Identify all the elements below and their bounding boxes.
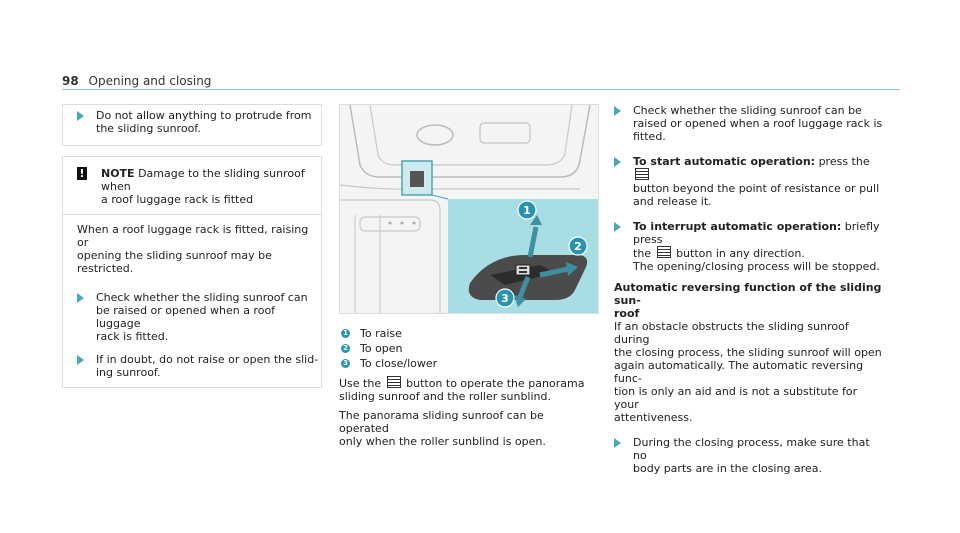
callout-2: 2 [574,240,582,253]
body-text: only when the roller sunblind is open. [339,435,546,448]
note-box: ! NOTE Damage to the sliding sunroof whe… [62,156,322,388]
section-title: Opening and closing [88,74,212,88]
instruction-step: Check whether the sliding sunroof can be… [63,283,321,343]
step-label: To start automatic operation: [633,155,816,168]
legend-number: 3 [341,359,350,368]
warning-icon: ! [77,167,87,180]
legend-number: 2 [341,344,350,353]
legend-text: To close/lower [360,357,438,370]
sunroof-button-icon [635,168,649,180]
operation-paragraph: The panorama sliding sunroof can be oper… [339,409,597,448]
step-text: The opening/closing process will be stop… [633,260,880,273]
step-text: the [633,247,652,260]
bullet-triangle-icon [614,157,621,167]
bullet-triangle-icon [614,222,621,232]
step-text: button in any direction. [676,247,805,260]
page-number: 98 [62,74,79,88]
instruction-step: To start automatic operation: press the … [614,155,884,208]
page-header: 98 Opening and closing [62,74,211,88]
note-text: opening the sliding sunroof may be restr… [77,249,272,275]
reversing-section: Automatic reversing function of the slid… [614,281,884,424]
section-heading: Automatic reversing function of the slid… [614,281,882,307]
body-text: sliding sunroof and the roller sunblind. [339,390,551,403]
bullet-triangle-icon [77,355,84,365]
step-text: rack is fitted. [96,330,169,343]
instruction-box: Do not allow anything to protrude from t… [62,104,322,146]
step-text: the sliding sunroof. [96,122,201,135]
step-text: Do not allow anything to protrude from [96,109,312,122]
instruction-step: Check whether the sliding sunroof can be… [614,104,884,143]
callout-1: 1 [523,204,531,217]
bullet-triangle-icon [614,438,621,448]
body-text: the closing process, the sliding sunroof… [614,346,882,359]
bullet-triangle-icon [614,106,621,116]
left-column: Do not allow anything to protrude from t… [62,104,322,388]
note-text: When a roof luggage rack is fitted, rais… [77,223,309,249]
bullet-triangle-icon [77,111,84,121]
instruction-step: During the closing process, make sure th… [614,436,884,475]
step-text: During the closing process, make sure th… [633,436,870,462]
sunroof-button-icon [656,246,671,258]
step-text: ing sunroof. [96,366,161,379]
step-text: briefly press [633,220,880,246]
body-text: If an obstacle obstructs the sliding sun… [614,320,849,346]
instruction-step: To interrupt automatic operation: briefl… [614,220,884,273]
callout-3: 3 [501,292,509,305]
body-text: The panorama sliding sunroof can be oper… [339,409,544,435]
bullet-triangle-icon [77,293,84,303]
sunroof-switch-illustration: 1 2 3 [339,104,599,314]
step-text: and release it. [633,195,712,208]
step-text: raised or opened when a roof luggage rac… [633,117,883,130]
section-heading: roof [614,307,640,320]
step-text: fitted. [633,130,666,143]
legend-number: 1 [341,329,350,338]
body-text: button to operate the panorama [406,377,585,390]
step-text: button beyond the point of resistance or… [633,182,880,195]
step-text: press the [818,155,870,168]
body-text: again automatically. The automatic rever… [614,359,864,385]
usage-paragraph: Use the button to operate the panorama s… [339,376,597,403]
note-title: Damage to the sliding sunroof when [101,167,305,193]
middle-column: 1 2 3 1 To raise 2 To open 3 To close/lo… [339,104,599,448]
right-column: Check whether the sliding sunroof can be… [614,104,884,475]
step-label: To interrupt automatic operation: [633,220,842,233]
step-text: body parts are in the closing area. [633,462,822,475]
header-divider [62,89,900,90]
legend-item: 2 To open [339,342,597,355]
sunroof-button-icon [386,376,401,388]
legend-item: 3 To close/lower [339,357,597,370]
body-text: attentiveness. [614,411,693,424]
legend-item: 1 To raise [339,327,597,340]
instruction-step: If in doubt, do not raise or open the sl… [63,343,321,387]
step-text: Check whether the sliding sunroof can be [633,104,862,117]
step-text: be raised or opened when a roof luggage [96,304,276,330]
legend-text: To open [360,342,403,355]
step-text: Check whether the sliding sunroof can [96,291,308,304]
instruction-step: Do not allow anything to protrude from t… [63,109,321,135]
overhead-panel-drawing: 1 2 3 [340,105,598,313]
note-header: ! NOTE Damage to the sliding sunroof whe… [63,157,321,215]
note-body: When a roof luggage rack is fitted, rais… [63,215,321,283]
note-title: a roof luggage rack is fitted [101,193,254,206]
legend: 1 To raise 2 To open 3 To close/lower [339,327,597,370]
body-text: tion is only an aid and is not a substit… [614,385,858,411]
legend-text: To raise [360,327,402,340]
note-label: NOTE [101,167,135,180]
step-text: If in doubt, do not raise or open the sl… [96,353,319,366]
body-text: Use the [339,377,382,390]
